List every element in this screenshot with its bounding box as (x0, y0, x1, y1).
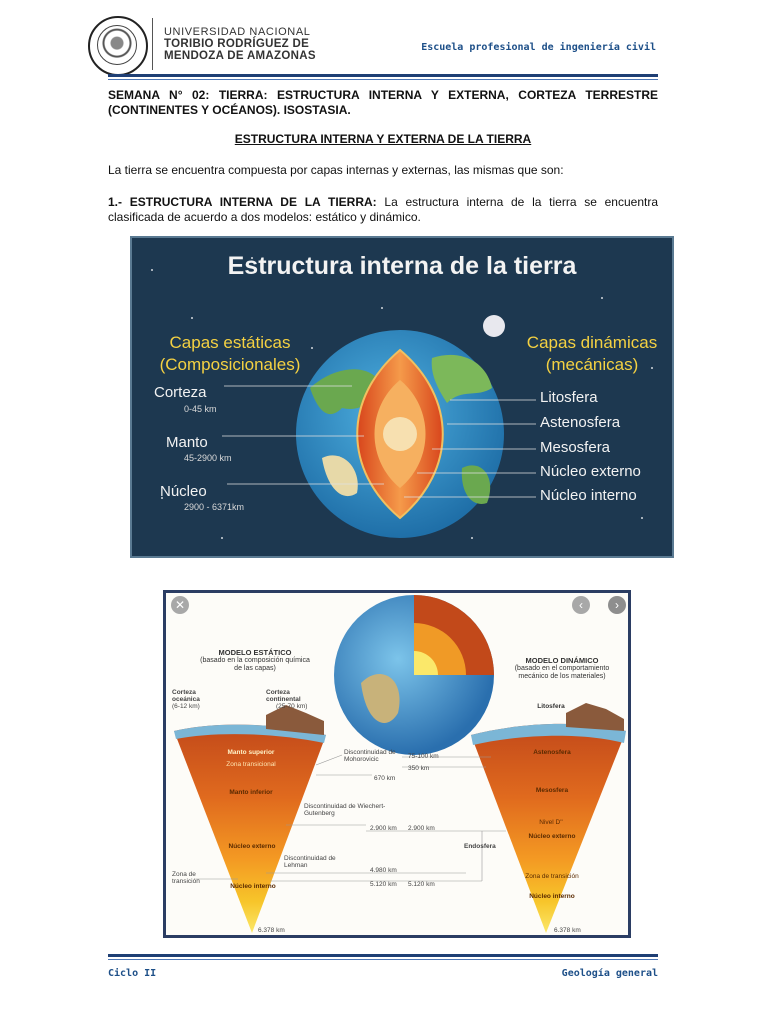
layer-zona-transicional: Zona transicional (226, 761, 276, 768)
layer-nivel-d: Nivel D'' (539, 819, 563, 826)
university-name: UNIVERSIDAD NACIONAL TORIBIO RODRÍGUEZ D… (164, 26, 316, 62)
oceanic-crust-range: (6-12 km) (172, 703, 200, 710)
static-layers-heading-line2: (Composicionales) (159, 355, 301, 374)
label-mesosfera: Mesosfera (540, 439, 611, 456)
label-nucleo-externo: Núcleo externo (540, 463, 641, 480)
layer-nucleo-interno-dynamic: Núcleo interno (529, 893, 575, 900)
depth-6378-km-right: 6.378 km (554, 927, 581, 934)
dynamic-layers-heading-line1: Capas dinámicas (526, 333, 658, 352)
close-icon[interactable]: ✕ (171, 596, 189, 614)
document-title: SEMANA N° 02: TIERRA: ESTRUCTURA INTERNA… (108, 88, 658, 117)
depth-5120-km-left: 5.120 km (370, 881, 397, 888)
dynamic-layers-heading: Capas dinámicas (mecánicas) (512, 332, 672, 376)
layer-astenosfera: Astenosfera (533, 749, 571, 756)
depth-2900-km-right: 2.900 km (408, 825, 435, 832)
label-manto-range: 45-2900 km (184, 453, 232, 463)
continental-crust-label: Corteza continental (266, 689, 301, 703)
discontinuity-lehman: Discontinuidad de Lehman (284, 855, 336, 869)
label-nucleo: Núcleo (160, 483, 207, 500)
label-manto: Manto (166, 434, 208, 451)
depth-6378-km-left: 6.378 km (258, 927, 285, 934)
layer-mesosfera: Mesosfera (535, 787, 569, 794)
university-line-3: MENDOZA DE AMAZONAS (164, 50, 316, 62)
footer-rule (108, 954, 658, 957)
section1-paragraph: 1.- ESTRUCTURA INTERNA DE LA TIERRA: La … (108, 195, 658, 225)
depth-5120-km-right: 5.120 km (408, 881, 435, 888)
label-nucleo-interno: Núcleo interno (540, 487, 637, 504)
layer-nucleo-interno-static: Núcleo interno (230, 883, 276, 890)
label-litosfera: Litosfera (540, 389, 598, 406)
footer-course: Geología general (561, 968, 658, 979)
school-name: Escuela profesional de ingeniería civil (421, 42, 656, 53)
dynamic-model-heading: MODELO DINÁMICO (basado en el comportami… (504, 657, 620, 681)
section-subtitle: ESTRUCTURA INTERNA Y EXTERNA DE LA TIERR… (234, 132, 532, 146)
label-astenosfera: Astenosfera (540, 414, 621, 431)
oceanic-crust-label: Corteza oceánica (172, 689, 200, 703)
chevron-left-icon[interactable]: ‹ (572, 596, 590, 614)
dynamic-model-title: MODELO DINÁMICO (525, 656, 599, 665)
figure-internal-structure: Estructura interna de la tierra Capas es… (130, 236, 674, 558)
header-separator (152, 18, 153, 70)
dynamic-model-subtitle: (basado en el comportamiento mecánico de… (514, 665, 610, 680)
footer-cycle: Ciclo II (108, 968, 157, 979)
chevron-right-icon[interactable]: › (608, 596, 626, 614)
section1-text: La estructura interna de la tierra se en… (108, 195, 659, 224)
layer-litosfera: Litosfera (537, 703, 565, 710)
continental-crust-range: (25-70 km) (276, 703, 308, 710)
layer-nucleo-externo-dynamic: Núcleo externo (528, 833, 576, 840)
zona-transicion-left-label: Zona de transición (172, 871, 200, 885)
static-layers-heading: Capas estáticas (Composicionales) (140, 332, 320, 376)
university-line-2: TORIBIO RODRÍGUEZ DE (164, 38, 310, 50)
depth-75-100-km: 75-100 km (408, 753, 439, 760)
earth-cross-section-illustration (151, 257, 653, 539)
header-rule (108, 74, 658, 77)
discontinuity-wiechert-gutenberg: Discontinuidad de Wiechert-Gutenberg (304, 803, 386, 817)
depth-350-km: 350 km (408, 765, 430, 772)
static-model-heading: MODELO ESTÁTICO (basado en la composició… (200, 649, 310, 673)
depth-670-km: 670 km (374, 775, 396, 782)
layer-zona-transicion-dynamic: Zona de transición (525, 873, 579, 880)
header-rule-thin (108, 79, 658, 80)
figure-static-dynamic-models: ✕ ‹ › MODELO ESTÁTICO (basado en la comp… (163, 590, 631, 938)
static-model-subtitle: (basado en la composición química de las… (200, 657, 310, 672)
discontinuity-mohorovicic: Discontinuidad de Mohorovicic (344, 749, 396, 763)
figure1-title: Estructura interna de la tierra (227, 252, 577, 280)
depth-4980-km: 4.980 km (370, 867, 397, 874)
section1-heading: 1.- ESTRUCTURA INTERNA DE LA TIERRA: (108, 195, 377, 209)
university-seal-icon (88, 16, 148, 76)
university-line-1: UNIVERSIDAD NACIONAL (164, 26, 311, 38)
page-header: UNIVERSIDAD NACIONAL TORIBIO RODRÍGUEZ D… (86, 16, 662, 76)
label-nucleo-range: 2900 - 6371km (184, 502, 245, 512)
intro-paragraph: La tierra se encuentra compuesta por cap… (108, 163, 564, 177)
static-model-title: MODELO ESTÁTICO (218, 648, 292, 657)
layer-manto-inferior: Manto inferior (229, 789, 273, 796)
endosfera-label: Endosfera (464, 843, 496, 850)
label-corteza-range: 0-45 km (184, 404, 217, 414)
layer-nucleo-externo-static: Núcleo externo (228, 843, 276, 850)
label-corteza: Corteza (154, 384, 207, 401)
models-cone-illustration (174, 595, 626, 933)
static-layers-heading-line1: Capas estáticas (169, 333, 291, 352)
depth-2900-km-left: 2.900 km (370, 825, 397, 832)
dynamic-layers-heading-line2: (mecánicas) (545, 355, 639, 374)
layer-manto-superior: Manto superior (227, 749, 275, 756)
footer-rule-thin (108, 959, 658, 960)
